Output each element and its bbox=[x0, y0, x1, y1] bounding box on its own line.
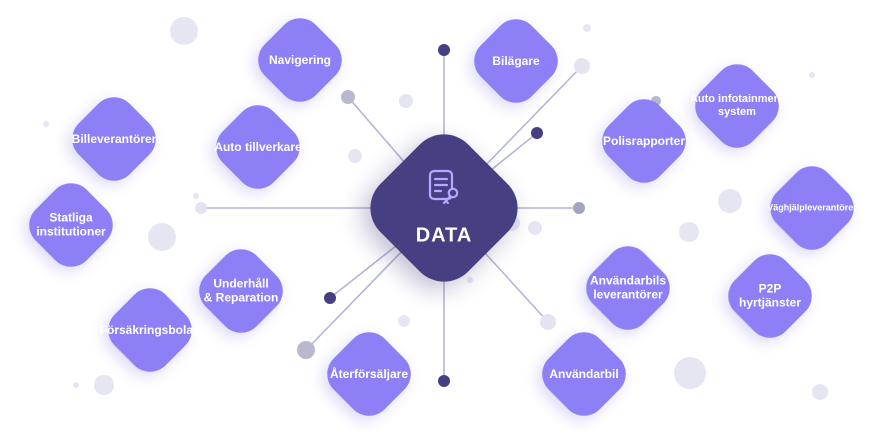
decor-dot bbox=[812, 384, 828, 400]
node-label-anvandarbils-leverantorer: Användarbils leverantörer bbox=[589, 273, 667, 302]
node-label-auto-tillverkare: Auto tillverkare bbox=[214, 139, 302, 154]
node-label-forsakringsbolag: Försäkringsbolag bbox=[99, 322, 201, 337]
document-key-icon bbox=[428, 169, 459, 205]
node-label-vaghjalpleverantorer: Väghjälpleverantörer bbox=[767, 202, 857, 213]
decor-dot bbox=[148, 223, 176, 251]
connector-endpoint bbox=[573, 202, 585, 214]
decor-dot bbox=[193, 193, 199, 199]
decor-dot bbox=[583, 24, 591, 32]
node-label-underhall-reparation: Underhåll & Reparation bbox=[203, 276, 279, 305]
node-label-billeverantorer: Billeverantörer bbox=[71, 131, 157, 146]
decor-dot bbox=[94, 375, 114, 395]
connector-endpoint bbox=[531, 127, 543, 139]
hub-label: DATA bbox=[415, 224, 473, 247]
decor-dot bbox=[43, 121, 49, 127]
decor-dot bbox=[718, 189, 742, 213]
connector-endpoint bbox=[324, 292, 336, 304]
connector-endpoint bbox=[540, 314, 556, 330]
decor-dot bbox=[73, 382, 79, 388]
decor-dot bbox=[398, 315, 410, 327]
connector-endpoint bbox=[438, 375, 450, 387]
node-label-anvandarbil: Användarbil bbox=[549, 366, 619, 381]
node-label-navigering: Navigering bbox=[268, 52, 332, 67]
node-label-auto-infotainment: Auto infotainment system bbox=[689, 92, 785, 118]
connector-endpoint bbox=[438, 44, 450, 56]
connector-endpoint bbox=[195, 202, 207, 214]
node-label-bilagare: Bilägare bbox=[492, 53, 540, 68]
node-label-aterforsaljare: Återförsäljare bbox=[329, 366, 409, 381]
decor-dot bbox=[467, 277, 473, 283]
node-label-statliga-institutioner: Statliga institutioner bbox=[36, 210, 106, 239]
decor-dot bbox=[679, 222, 699, 242]
node-label-polisrapporter: Polisrapporter bbox=[602, 133, 686, 148]
decor-dot bbox=[348, 149, 362, 163]
decor-dot bbox=[674, 357, 706, 389]
decor-dot bbox=[170, 17, 198, 45]
connector-endpoint bbox=[574, 58, 590, 74]
decor-dot bbox=[399, 94, 413, 108]
node-label-p2p-hyrtjanster: P2P hyrtjänster bbox=[738, 281, 802, 310]
decor-dot bbox=[528, 221, 542, 235]
decor-dot bbox=[809, 72, 815, 78]
